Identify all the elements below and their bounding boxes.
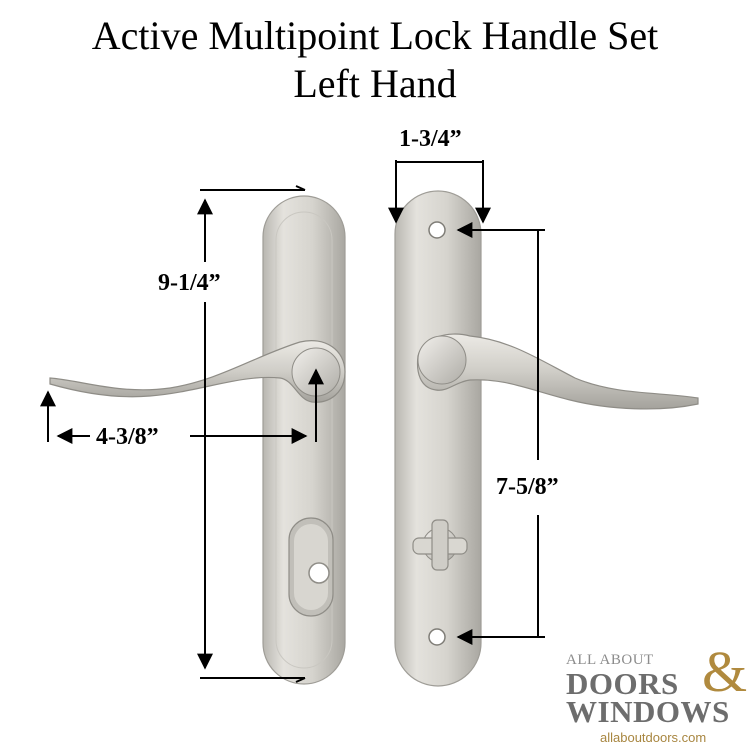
label-plate-width: 1-3/4” xyxy=(399,126,462,152)
interior-backplate xyxy=(394,190,482,687)
interior-lever xyxy=(416,333,699,410)
logo-word-windows: WINDOWS xyxy=(566,694,730,729)
dimension-screw-spacing xyxy=(456,222,545,645)
page-title: Active Multipoint Lock Handle Set xyxy=(91,13,659,58)
label-lever-projection: 4-3/8” xyxy=(96,424,159,450)
label-overall-height: 9-1/4” xyxy=(158,270,221,296)
logo-ampersand: & xyxy=(702,639,748,704)
label-screw-spacing: 7-5/8” xyxy=(496,474,559,500)
logo-url: allaboutdoors.com xyxy=(600,730,707,745)
logo-word-doors: DOORS xyxy=(566,666,679,701)
interior-handle xyxy=(394,190,699,687)
screw-hole-top xyxy=(428,221,446,239)
dimension-lever-projection xyxy=(40,368,324,444)
screw-hole-bottom xyxy=(428,628,446,646)
exterior-lever xyxy=(49,340,346,403)
key-cylinder xyxy=(288,517,334,617)
page-subtitle: Left Hand xyxy=(293,61,457,106)
logo-top-line: ALL ABOUT xyxy=(566,652,654,668)
dimension-overall-height xyxy=(197,185,306,683)
dimension-plate-width xyxy=(388,160,491,224)
thumb-turn xyxy=(412,519,468,571)
